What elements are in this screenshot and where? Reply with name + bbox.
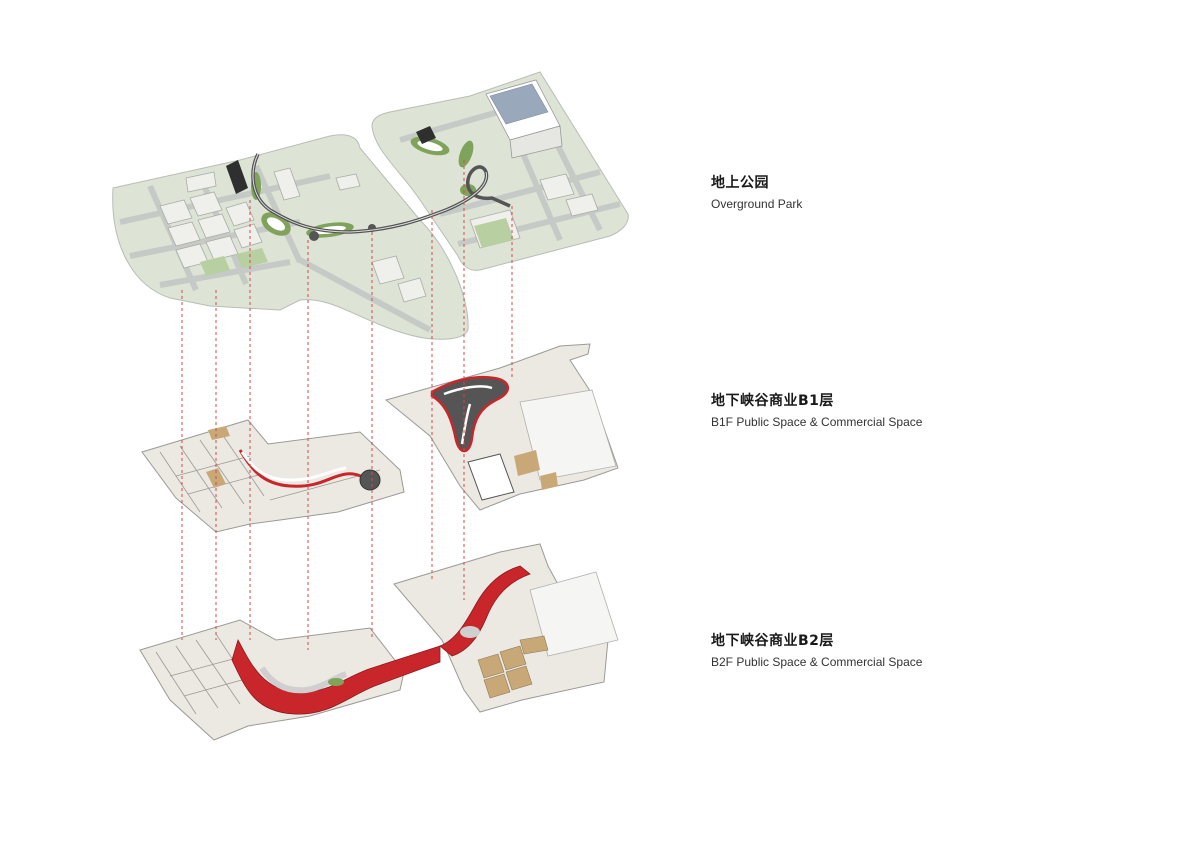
b2-corridor-west: [231, 638, 441, 715]
b2-void-east: [460, 626, 480, 638]
building-east-large: [485, 79, 563, 159]
b1-rooms-west: [159, 433, 381, 513]
lawns-west: [200, 248, 268, 276]
title-en: B2F Public Space & Commercial Space: [711, 655, 923, 669]
title-en: Overground Park: [711, 197, 803, 211]
b2-planter-west: [328, 678, 344, 686]
b1-level-layer: [141, 343, 619, 533]
b2-shops-wood-east: [477, 635, 549, 699]
title-en: B1F Public Space & Commercial Space: [711, 415, 923, 429]
tower-west: [226, 160, 248, 194]
b1-atrium-east-void: [443, 385, 493, 445]
lawn-east: [474, 218, 514, 248]
b1-atrium-west-void: [240, 451, 347, 482]
title-zh: 地下峡谷商业B2层: [711, 633, 834, 649]
title-zh: 地上公园: [711, 175, 769, 191]
b1-atrium-east: [430, 375, 509, 453]
pavilion-east: [416, 126, 436, 144]
label-b2: 地下峡谷商业B2层 B2F Public Space & Commercial …: [711, 632, 922, 670]
title-zh: 地下峡谷商业B1层: [711, 393, 834, 409]
b1-rotunda: [359, 469, 381, 491]
b2-level-layer: [139, 543, 619, 741]
b1-court-east: [467, 453, 515, 501]
b1-slab-west: [141, 419, 405, 533]
label-b1: 地下峡谷商业B1层 B1F Public Space & Commercial …: [711, 392, 922, 430]
overground-park-layer: [112, 71, 629, 340]
plaza-node-west: [309, 231, 319, 241]
vertical-connector-lines: [181, 160, 513, 650]
elevated-skywalk-edge: [252, 153, 487, 233]
label-overground-park: 地上公园 Overground Park: [711, 174, 802, 212]
b2-plaza-east: [529, 571, 619, 657]
